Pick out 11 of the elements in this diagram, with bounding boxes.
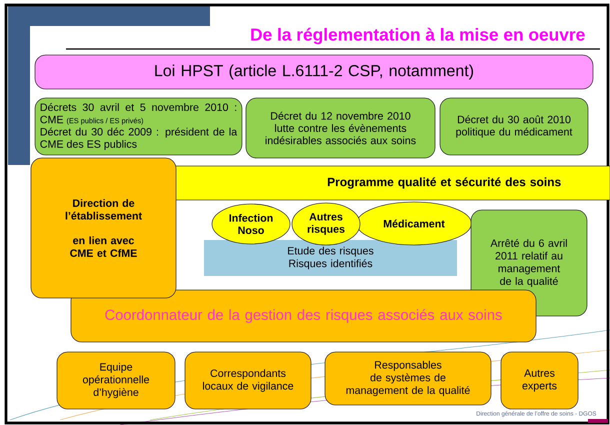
decree-box: Décret du 30 août 2010 politique du médicament bbox=[440, 98, 588, 156]
direction-box: Direction de l’établissement en lien avec CME et CfME bbox=[30, 158, 176, 298]
team-box: Autres experts bbox=[500, 352, 578, 410]
coordinator-box: Coordonnateur de la gestion des risques associés aux soins bbox=[70, 290, 536, 342]
team-box: Responsables de systèmes de management de la qualité bbox=[324, 352, 492, 406]
law-box: Loi HPST (article L.6111-2 CSP, notamment) bbox=[34, 54, 594, 90]
page-title: De la réglementation à la mise en oeuvre bbox=[251, 28, 585, 44]
risk-study-box: Etude des risques Risques identifiés bbox=[204, 240, 458, 276]
team-box: Equipe opérationnelle d’hygiène bbox=[56, 352, 176, 410]
decree-box: Décret du 12 novembre 2010 lutte contre les évènements indésirables associés aux soins bbox=[246, 98, 436, 158]
team-box: Correspondants locaux de vigilance bbox=[184, 352, 312, 410]
